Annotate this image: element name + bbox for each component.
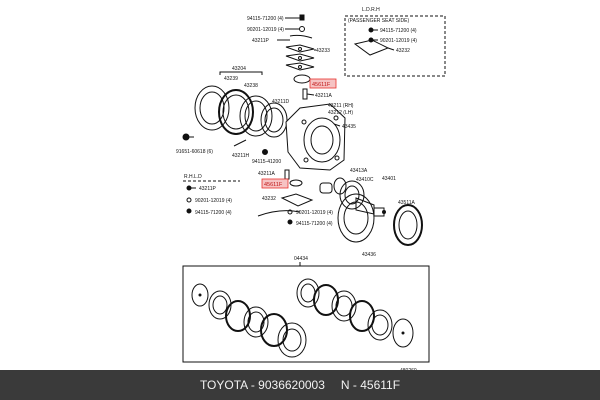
bracket-43232-icon	[280, 193, 314, 207]
callout-91651: 91651-60618 (6)	[176, 149, 213, 155]
callout-43211A-top: 43211A	[315, 93, 333, 99]
pin-43211H-icon	[233, 139, 247, 147]
callout-43413A: 43413A	[350, 168, 368, 174]
callout-43212-lh: 43212 (LH)	[328, 110, 353, 116]
kit-components-right	[296, 278, 414, 348]
inset-right-item-3: 43232	[396, 48, 410, 54]
callout-43232-mid: 43232	[262, 196, 276, 202]
callout-90201-12019-top: 90201-12019 (4)	[247, 27, 284, 33]
callout-43211H: 43211H	[232, 153, 250, 159]
inset-left-washer-icon	[186, 197, 192, 203]
inset-left-pin-icon	[186, 185, 196, 191]
callout-04434: 04434	[294, 256, 308, 262]
inset-right-bolt-icon	[368, 27, 378, 33]
callout-43233: 43233	[316, 48, 330, 54]
callout-43204: 43204	[232, 66, 246, 72]
callout-43401: 43401	[382, 176, 396, 182]
bolt-94115-41200-icon	[262, 149, 268, 155]
callout-43211A-mid: 43211A	[258, 171, 276, 177]
callout-94115-71200-top: 94115-71200 (4)	[247, 16, 284, 22]
callout-43436: 43436	[362, 252, 376, 258]
shaft-flange-assembly	[319, 177, 423, 246]
footer-brand-code: TOYOTA - 9036620003	[199, 378, 325, 392]
inset-left-header: R.H.L.D	[184, 174, 202, 180]
highlight-45611F-top	[309, 78, 337, 89]
inset-right-item-1: 94115-71200 (4)	[380, 28, 417, 34]
callout-94115-41200: 94115-41200	[252, 159, 281, 165]
callout-90201-12019-mid: 90201-12019 (4)	[296, 210, 333, 216]
kit-box-04434	[182, 265, 430, 363]
inset-left-bolt-icon	[186, 208, 192, 214]
washer-icon-top	[299, 26, 305, 32]
footer-part-number: N - 45611F	[340, 378, 401, 392]
inset-right-header-2: (PASSENGER SEAT SIDE)	[348, 18, 409, 24]
callout-43211D: 43211D	[272, 99, 290, 105]
bolt-icon-top	[299, 14, 305, 21]
bolt-91651-icon	[182, 133, 194, 141]
washer-icon-mid	[287, 209, 293, 215]
highlight-45611F-mid	[261, 178, 289, 189]
bolt-icon-mid	[287, 219, 293, 225]
bearing-assembly-upper	[194, 85, 288, 138]
inset-right-header-1: L.D.R.H	[362, 7, 380, 13]
callout-43211P-top: 43211P	[252, 38, 270, 44]
callout-43435: 43435	[342, 124, 356, 130]
callout-43238: 43238	[244, 83, 258, 89]
callout-45611F-mid: 45611F	[264, 182, 283, 188]
callout-45611F-top: 45611F	[312, 82, 331, 88]
callout-43410C: 43410C	[356, 177, 374, 183]
inset-passenger-side-box	[344, 15, 446, 77]
callout-43211-rh: 43211 (RH)	[328, 103, 354, 109]
callout-94115-71200-mid: 94115-71200 (4)	[296, 221, 333, 227]
callout-43511A: 43511A	[398, 200, 416, 206]
inset-left-item-2: 90201-12019 (4)	[195, 198, 232, 204]
differential-housing	[285, 103, 346, 171]
gasket-stack	[285, 44, 315, 71]
kit-components-left	[191, 283, 307, 358]
inset-right-item-2: 90201-12019 (4)	[380, 38, 417, 44]
footer-bar: TOYOTA - 9036620003 N - 45611F	[0, 370, 600, 400]
inset-left-item-1: 43211P	[199, 186, 217, 192]
inset-left-item-3: 94115-71200 (4)	[195, 210, 232, 216]
callout-43239: 43239	[224, 76, 238, 82]
